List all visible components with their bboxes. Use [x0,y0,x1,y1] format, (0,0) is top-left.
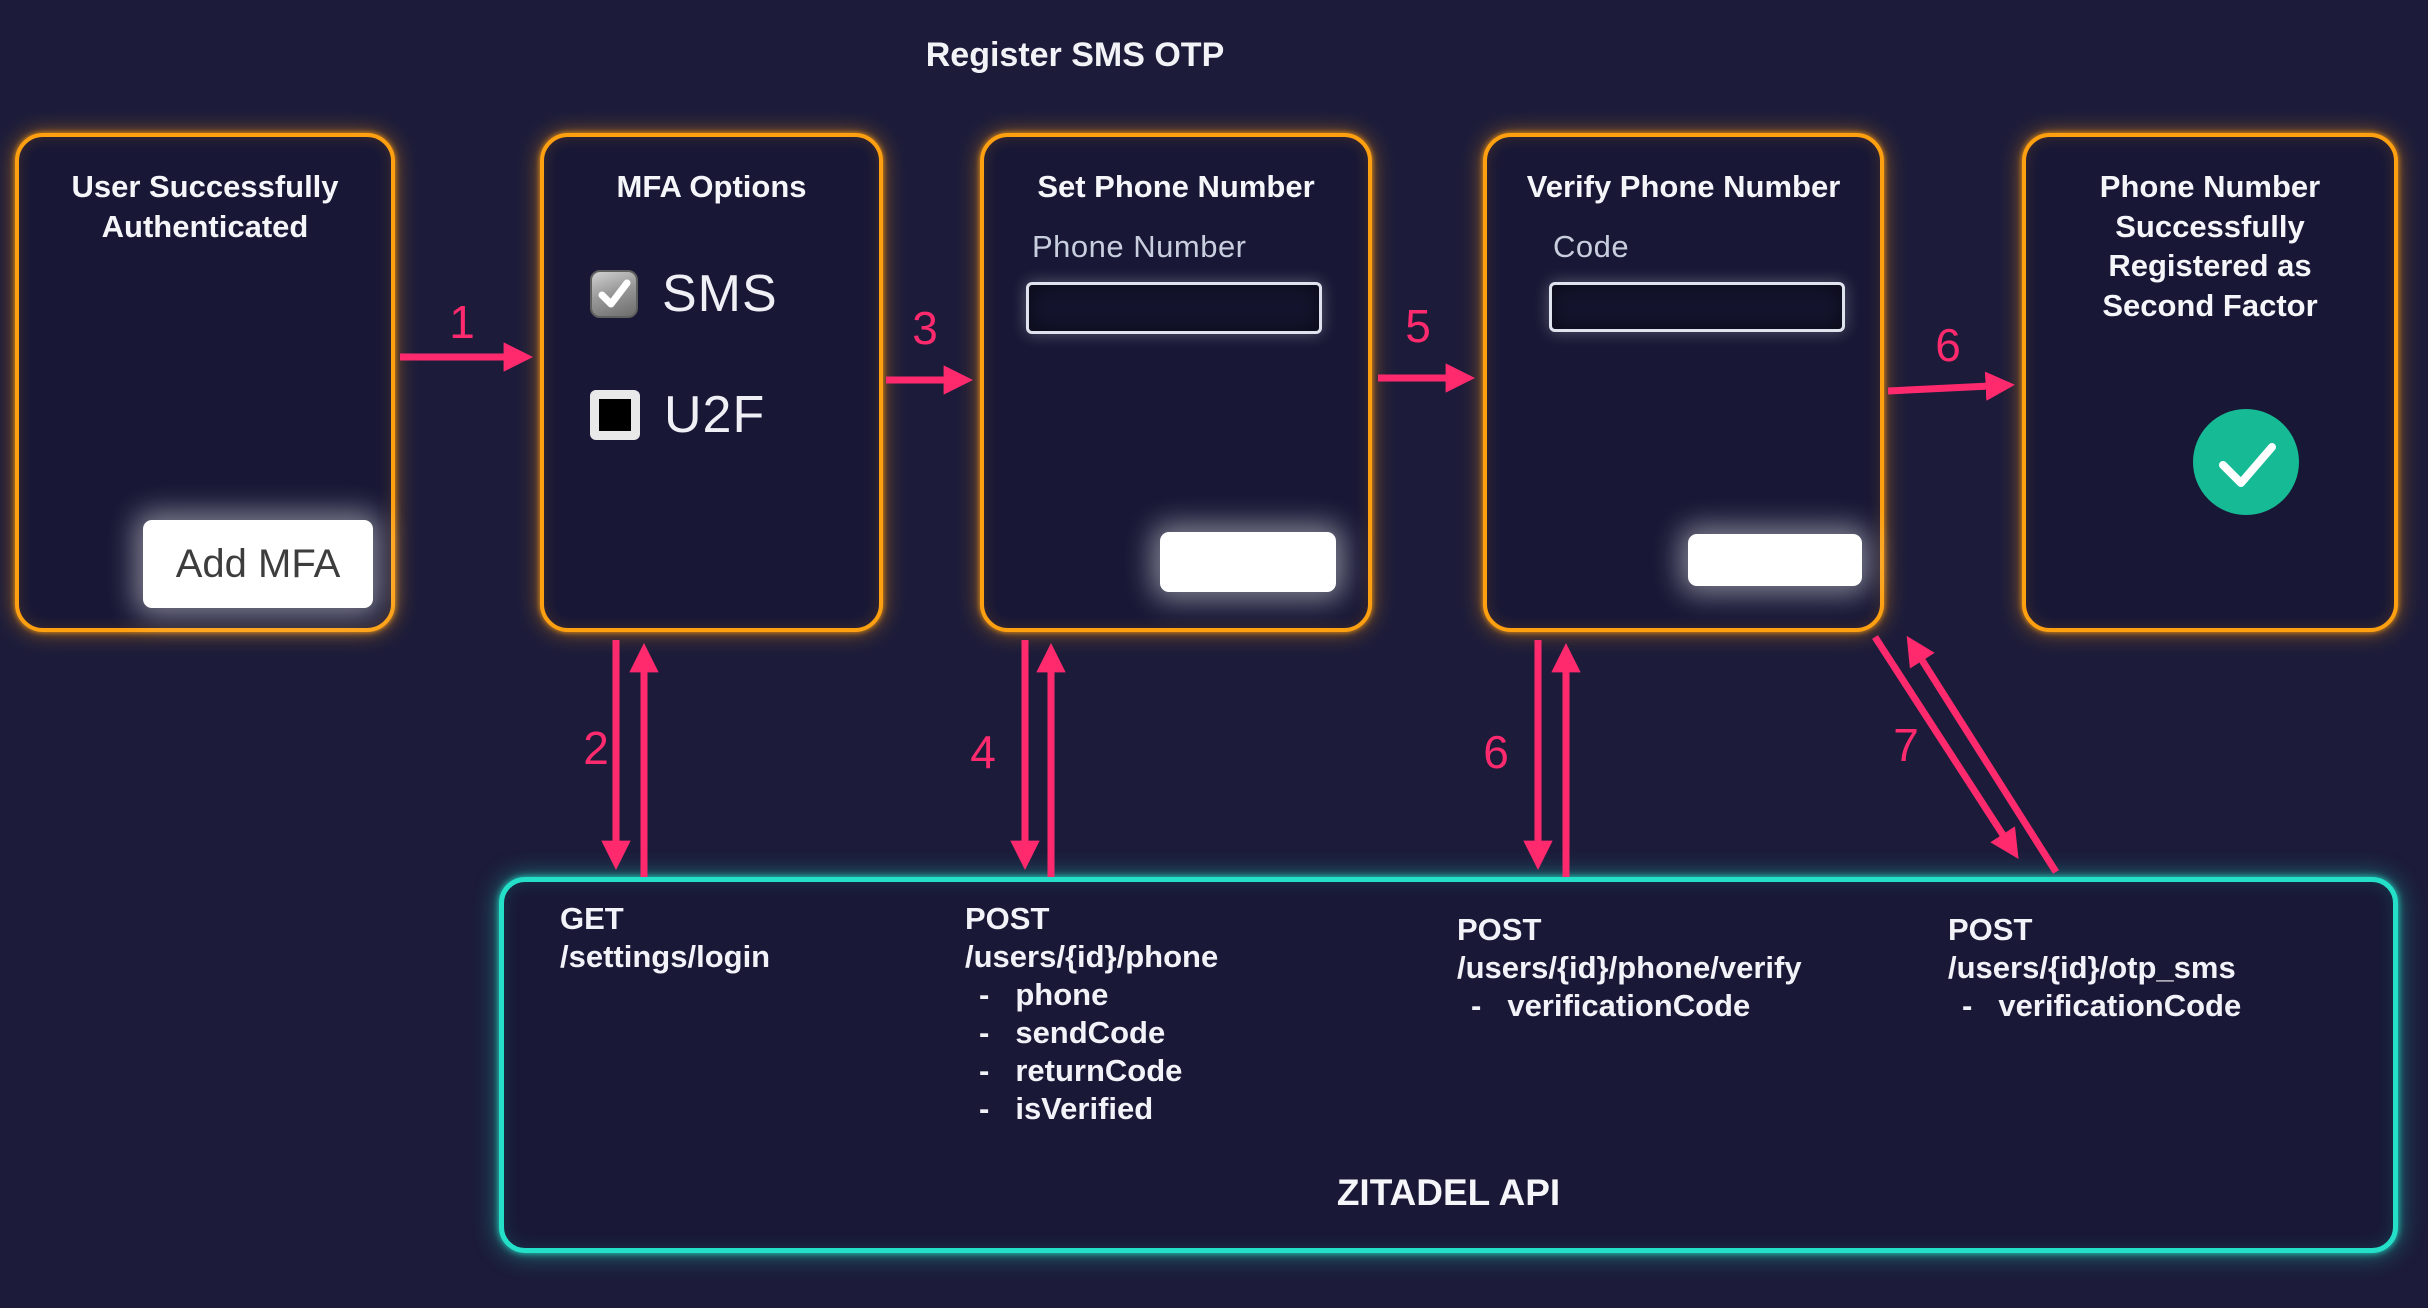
step-number-1: 1 [449,296,475,348]
mfa-option-label: U2F [664,386,766,444]
endpoint-method: POST [1948,912,2033,947]
step-number-6-bottom: 6 [1483,726,1509,778]
step-number-6-top: 6 [1935,319,1961,371]
phone-number-input[interactable] [1026,282,1322,334]
endpoint-path: /settings/login [560,939,771,974]
endpoint-params: phone sendCode returnCode isVerified [965,976,1218,1128]
endpoint-otp-sms: POST /users/{id}/otp_sms verificationCod… [1948,911,2241,1025]
endpoint-params: verificationCode [1457,987,1802,1025]
screen-title: MFA Options [616,169,807,204]
submit-phone-button[interactable] [1160,532,1336,592]
add-mfa-button[interactable]: Add MFA [143,520,373,608]
endpoint-path: /users/{id}/phone/verify [1457,950,1802,985]
endpoint-params: verificationCode [1948,987,2241,1025]
endpoint-method: POST [1457,912,1542,947]
step-number-4: 4 [970,726,996,778]
step-number-5: 5 [1405,300,1431,352]
mfa-option-u2f[interactable]: U2F [590,385,765,445]
step-number-3: 3 [912,302,938,354]
endpoint-users-phone: POST /users/{id}/phone phone sendCode re… [965,900,1218,1128]
step-number-7: 7 [1893,719,1919,771]
checkbox-fill [599,399,631,431]
screen-phone-registered: Phone Number Successfully Registered as … [2022,133,2398,632]
code-input[interactable] [1549,282,1845,332]
endpoint-path: /users/{id}/otp_sms [1948,950,2236,985]
screen-verify-phone-number: Verify Phone Number Code [1483,133,1884,632]
endpoint-method: POST [965,901,1050,936]
check-icon [598,279,631,308]
endpoint-param: sendCode [979,1014,1218,1052]
check-icon [2219,443,2276,487]
screen-title: Phone Number Successfully Registered as … [2099,169,2321,324]
success-check-icon [2193,409,2299,515]
checked-checkbox-icon[interactable] [590,270,638,318]
unchecked-checkbox-icon[interactable] [590,390,640,440]
screen-mfa-options: MFA Options SMS U2F [540,133,883,632]
screen-title: Set Phone Number [1037,169,1315,204]
endpoint-param: verificationCode [1471,987,1802,1025]
endpoint-phone-verify: POST /users/{id}/phone/verify verificati… [1457,911,1802,1025]
code-label: Code [1553,229,1630,264]
zitadel-api-box: GET /settings/login POST /users/{id}/pho… [499,877,2398,1253]
api-title: ZITADEL API [1336,1172,1561,1213]
endpoint-param: returnCode [979,1052,1218,1090]
mfa-option-sms[interactable]: SMS [590,264,778,324]
submit-code-button[interactable] [1688,534,1862,586]
arrow-step6-right [1887,371,2015,401]
endpoint-settings-login: GET /settings/login [560,900,770,976]
screen-set-phone-number: Set Phone Number Phone Number [980,133,1372,632]
endpoint-param: isVerified [979,1090,1218,1128]
screen-title: User Successfully Authenticated [71,169,339,244]
diagram-title: Register SMS OTP [925,36,1225,74]
phone-number-label: Phone Number [1032,229,1247,264]
mfa-option-label: SMS [662,265,778,323]
screen-title: Verify Phone Number [1526,169,1841,204]
endpoint-param: phone [979,976,1218,1014]
endpoint-method: GET [560,901,624,936]
endpoint-param: verificationCode [1962,987,2241,1025]
endpoint-path: /users/{id}/phone [965,939,1219,974]
arrow-step7-up [1906,635,2059,874]
step-number-2: 2 [583,722,609,774]
screen-user-authenticated: User Successfully Authenticated Add MFA [15,133,395,632]
